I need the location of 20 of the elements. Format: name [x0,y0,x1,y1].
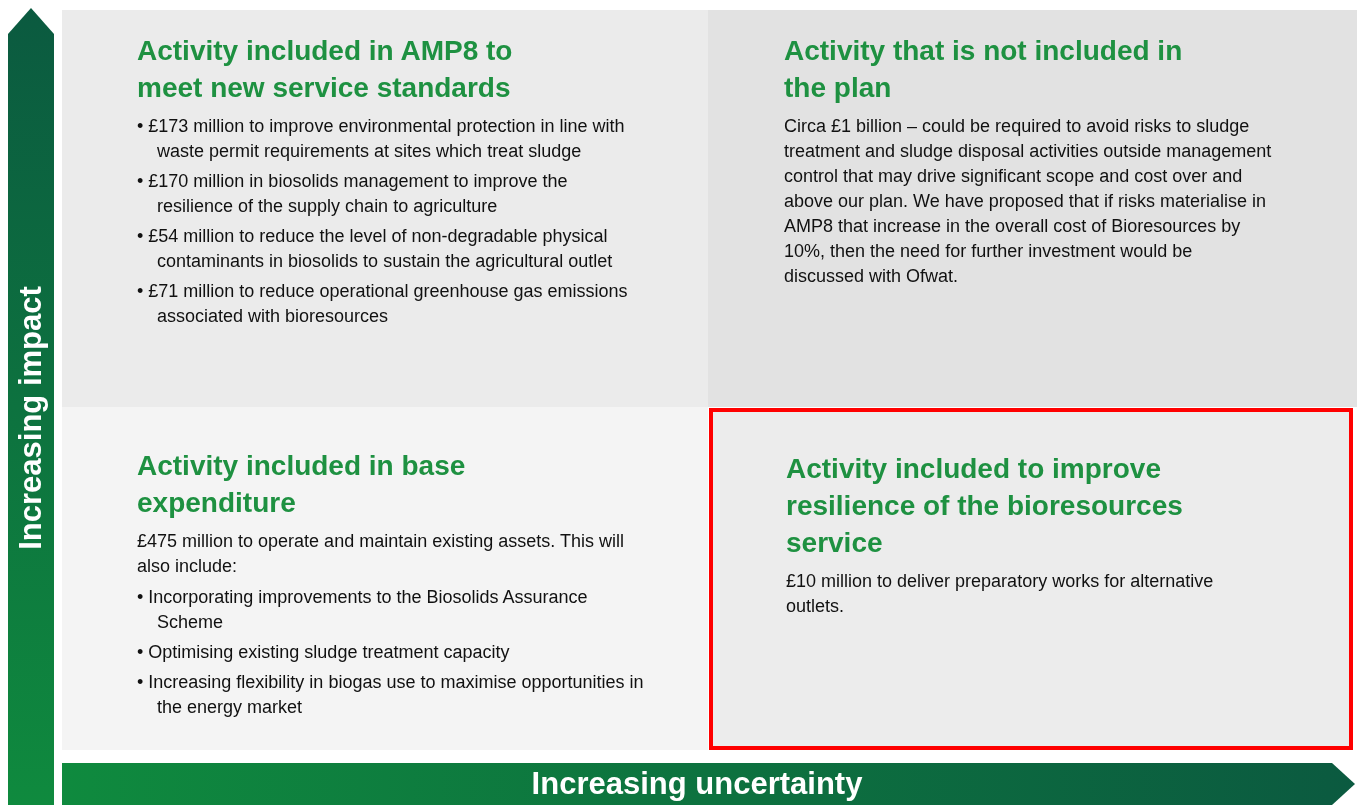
body-text: Circa £1 billion – could be required to avoid risks to sludge treatment and sludge disposal activities outside management control that may drive significant scope and cost over and above our plan. We have proposed that if risks materialise in AMP8 that increase in the overall cost of Bioresources by 10%, then the need for further investment would be discussed with Ofwat. [784,115,1273,288]
bullet-item: • £54 million to reduce the level of non-degradable physical contaminants in biosolids to sustain the agricultural outlet [137,225,614,273]
quadrant-heading: Activity included in base expenditure [137,449,467,520]
quadrant-panel [62,407,708,750]
quadrant-panel [62,10,708,407]
bullet-item: • Optimising existing sludge treatment capacity [137,641,511,664]
body-text: £10 million to deliver preparatory works for alternative outlets. [786,570,1215,618]
quadrant-heading: Activity included to improve resilience of the bioresources service [786,452,1184,560]
bullet-item: • Increasing flexibility in biogas use to maximise opportunities in the energy market [137,671,645,719]
quadrant-panel [709,408,1353,750]
bullet-item: • £170 million in biosolids management to improve the resilience of the supply chain to agriculture [137,170,569,218]
quadrant-panel [708,10,1357,407]
quadrant-heading: Activity that is not included in the plan [784,34,1184,105]
axis-label: Increasing impact [13,286,49,550]
bullet-item: • £71 million to reduce operational greenhouse gas emissions associated with bioresources [137,280,629,328]
bullet-item: • Incorporating improvements to the Biosolids Assurance Scheme [137,586,589,634]
body-text: £475 million to operate and maintain existing assets. This will also include: [137,530,625,578]
axis-label: Increasing uncertainty [531,766,863,802]
quadrant-heading: Activity included in AMP8 to meet new service standards [137,34,514,105]
bullet-item: • £173 million to improve environmental protection in line with waste permit requirements at sites which treat sludge [137,115,626,163]
